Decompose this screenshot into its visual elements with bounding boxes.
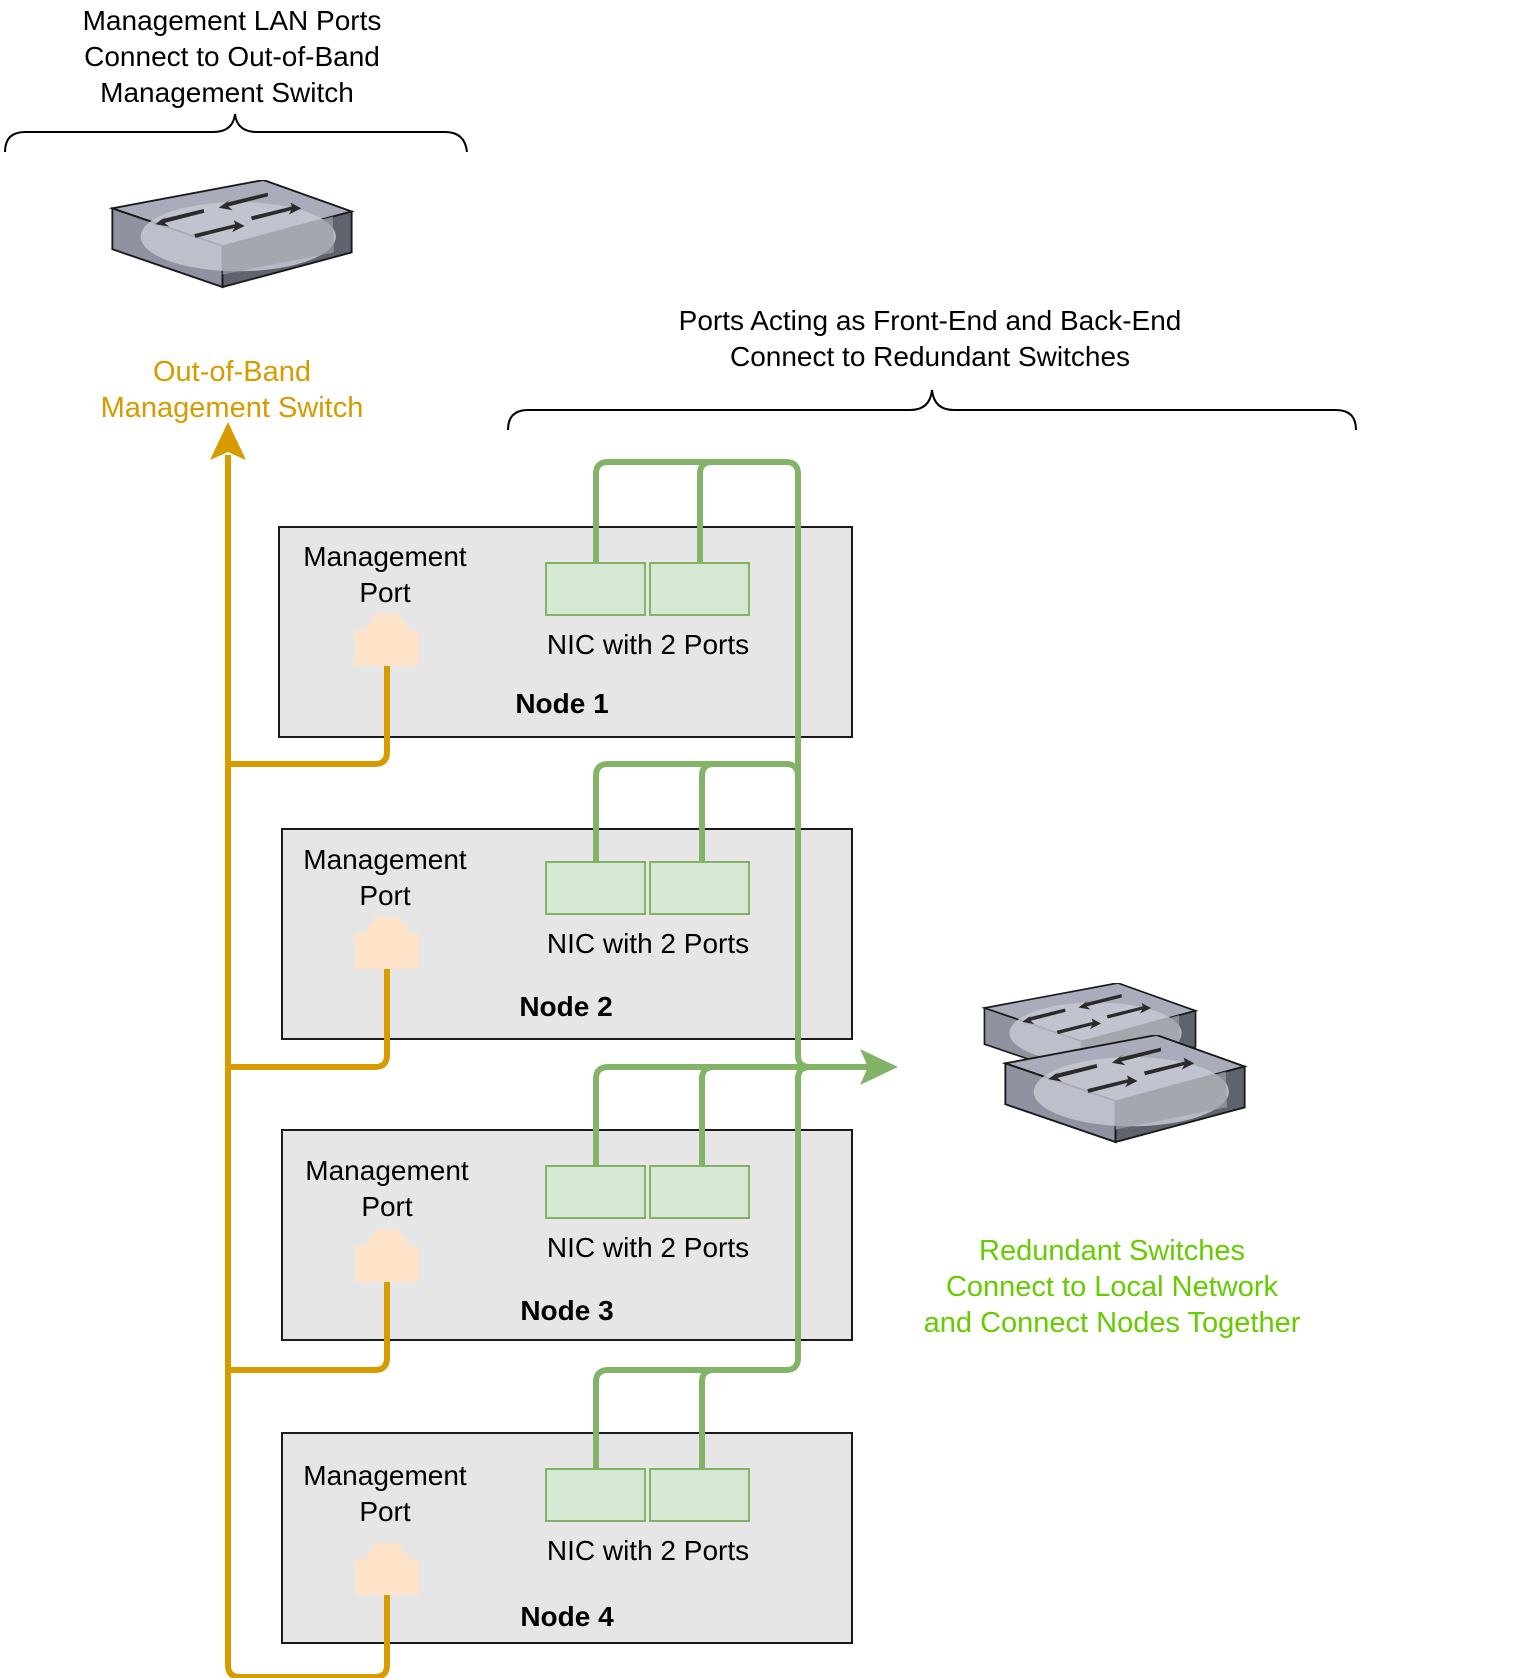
curly-brace <box>4 113 468 153</box>
mgmt-port-label: Management <box>303 541 467 572</box>
node-title: Node 4 <box>520 1601 614 1632</box>
redundant-switch-label: Redundant Switches <box>979 1235 1245 1267</box>
cable-node3 <box>593 1064 880 1166</box>
nic-label: NIC with 2 Ports <box>547 629 749 660</box>
annotation-line: Connect to Redundant Switches <box>730 341 1130 372</box>
cable-node1 <box>593 459 801 1055</box>
network-switch-icon <box>110 180 354 289</box>
cable-node4 <box>593 1064 811 1469</box>
nic-port-1[interactable] <box>545 861 646 915</box>
mgmt-port-label: Port <box>361 1191 413 1222</box>
network-ports-annotation: Ports Acting as Front-End and Back-End C… <box>507 305 1357 431</box>
mgmt-port-label: Port <box>359 577 411 608</box>
mgmt-port-label: Management <box>305 1155 469 1186</box>
nic-label: NIC with 2 Ports <box>547 1232 749 1263</box>
nic-port-2[interactable] <box>649 861 750 915</box>
redundant-switches: Redundant Switches Connect to Local Netw… <box>924 983 1301 1339</box>
annotation-line: Ports Acting as Front-End and Back-End <box>679 305 1182 336</box>
nic-port-1[interactable] <box>545 1468 646 1522</box>
annotation-line: Management Switch <box>100 77 354 108</box>
mgmt-cable-node2 <box>228 969 390 1070</box>
cable-trunk <box>795 1054 811 1070</box>
arrowhead-icon <box>860 1049 898 1085</box>
node-1: Management Port NIC with 2 Ports Node 1 <box>278 526 853 738</box>
node-title: Node 1 <box>515 688 608 719</box>
mgmt-port-label: Management <box>303 1460 467 1491</box>
mgmt-trunk <box>225 455 390 1678</box>
cable-node2 <box>699 761 715 862</box>
oob-switch-label: Out-of-Band <box>153 356 311 388</box>
annotation-line: Management LAN Ports <box>83 5 382 36</box>
nic-port-1[interactable] <box>545 562 646 616</box>
mgmt-port-label: Port <box>359 880 411 911</box>
mgmt-cable-node1 <box>228 666 390 767</box>
redundant-switch-label: Connect to Local Network <box>946 1271 1279 1303</box>
annotation-line: Connect to Out-of-Band <box>84 41 380 72</box>
management-ports-annotation: Management LAN Ports Connect to Out-of-B… <box>4 5 468 153</box>
mgmt-port-label: Port <box>359 1496 411 1527</box>
curly-brace <box>507 389 1357 431</box>
oob-switch: Out-of-Band Management Switch <box>101 180 364 424</box>
node-2: Management Port NIC with 2 Ports Node 2 <box>281 828 853 1040</box>
nic-label: NIC with 2 Ports <box>547 928 749 959</box>
node-title: Node 2 <box>519 991 612 1022</box>
node-3: Management Port NIC with 2 Ports Node 3 <box>281 1129 853 1341</box>
cable-node1 <box>697 459 713 563</box>
nic-port-1[interactable] <box>545 1165 646 1219</box>
cable-node4 <box>699 1367 715 1469</box>
management-cables <box>225 455 390 1678</box>
nic-port-2[interactable] <box>649 1468 750 1522</box>
nic-port-2[interactable] <box>649 1165 750 1219</box>
oob-switch-label: Management Switch <box>101 392 364 424</box>
arrowhead-icon <box>210 422 246 460</box>
redundant-switch-label: and Connect Nodes Together <box>924 1307 1301 1339</box>
mgmt-port-label: Management <box>303 844 467 875</box>
mgmt-cable-node3 <box>228 1282 390 1373</box>
node-title: Node 3 <box>520 1295 613 1326</box>
nic-port-2[interactable] <box>649 562 750 616</box>
cable-node3 <box>699 1064 715 1166</box>
nic-label: NIC with 2 Ports <box>547 1535 749 1566</box>
cable-node2 <box>593 761 801 862</box>
network-cables <box>593 459 880 1469</box>
node-4: Management Port NIC with 2 Ports Node 4 <box>281 1432 853 1644</box>
